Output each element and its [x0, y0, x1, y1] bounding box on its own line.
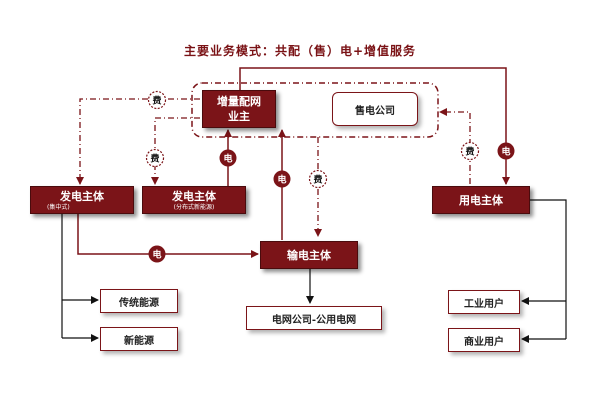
- fee-badge-user: 费: [460, 141, 480, 161]
- power-user-label: 用电主体: [459, 193, 503, 207]
- svg-text:电: 电: [152, 249, 161, 261]
- power-badge-distributed: 电: [219, 149, 237, 167]
- svg-text:电: 电: [277, 174, 286, 186]
- commercial-user-box: 商业用户: [448, 328, 520, 352]
- central-generator-name: 发电主体: [60, 189, 104, 203]
- public-grid-box: 电网公司-公用电网: [246, 306, 382, 330]
- svg-text:费: 费: [465, 146, 474, 158]
- renewable-energy-label: 新能源: [124, 335, 154, 347]
- incremental-owner-line1: 增量配网: [217, 95, 261, 108]
- svg-text:电: 电: [223, 153, 232, 165]
- retail-company-box: 售电公司: [332, 92, 418, 126]
- line-user-branch: [530, 199, 567, 339]
- power-line-central-to-transmission: [77, 213, 259, 258]
- incremental-network-owner-box: 增量配网 业主: [202, 90, 276, 128]
- fee-badge-distributed: 费: [145, 148, 165, 168]
- group-boundary: [191, 82, 439, 138]
- industrial-user-box: 工业用户: [448, 290, 520, 314]
- transmission-label: 输电主体: [287, 248, 331, 262]
- commercial-user-label: 商业用户: [464, 336, 504, 348]
- fee-badge-central: 费: [147, 90, 167, 110]
- svg-text:电: 电: [501, 146, 510, 158]
- public-grid-label: 电网公司-公用电网: [271, 314, 357, 326]
- central-generator-note: (集中式): [47, 203, 70, 211]
- power-badge-user: 电: [497, 142, 515, 160]
- svg-text:费: 费: [313, 174, 322, 186]
- transmission-box: 输电主体: [260, 241, 358, 269]
- power-user-box: 用电主体: [432, 186, 530, 214]
- central-generator-box: 发电主体 (集中式): [30, 186, 134, 214]
- fee-line-to-central: [76, 98, 200, 185]
- incremental-owner-line2: 业主: [228, 110, 250, 123]
- svg-text:费: 费: [150, 153, 159, 165]
- distributed-generator-box: 发电主体 (分布式新能源): [142, 186, 246, 214]
- diagram-title: 主要业务模式：共配（售）电+增值服务: [183, 44, 417, 58]
- fee-line-from-user: [439, 108, 471, 184]
- renewable-energy-box: 新能源: [100, 327, 178, 351]
- distributed-generator-name: 发电主体: [172, 189, 216, 203]
- industrial-user-label: 工业用户: [464, 298, 504, 310]
- fee-line-to-distributed: [151, 117, 200, 185]
- retail-company-label: 售电公司: [355, 105, 395, 117]
- power-badge-transmission: 电: [273, 170, 291, 188]
- svg-text:费: 费: [152, 95, 161, 107]
- power-badge-central: 电: [148, 245, 166, 263]
- traditional-energy-label: 传统能源: [119, 297, 159, 309]
- fee-badge-transmission: 费: [308, 169, 328, 189]
- power-line-to-user: [239, 67, 510, 185]
- distributed-generator-note: (分布式新能源): [173, 203, 215, 211]
- traditional-energy-box: 传统能源: [100, 289, 178, 313]
